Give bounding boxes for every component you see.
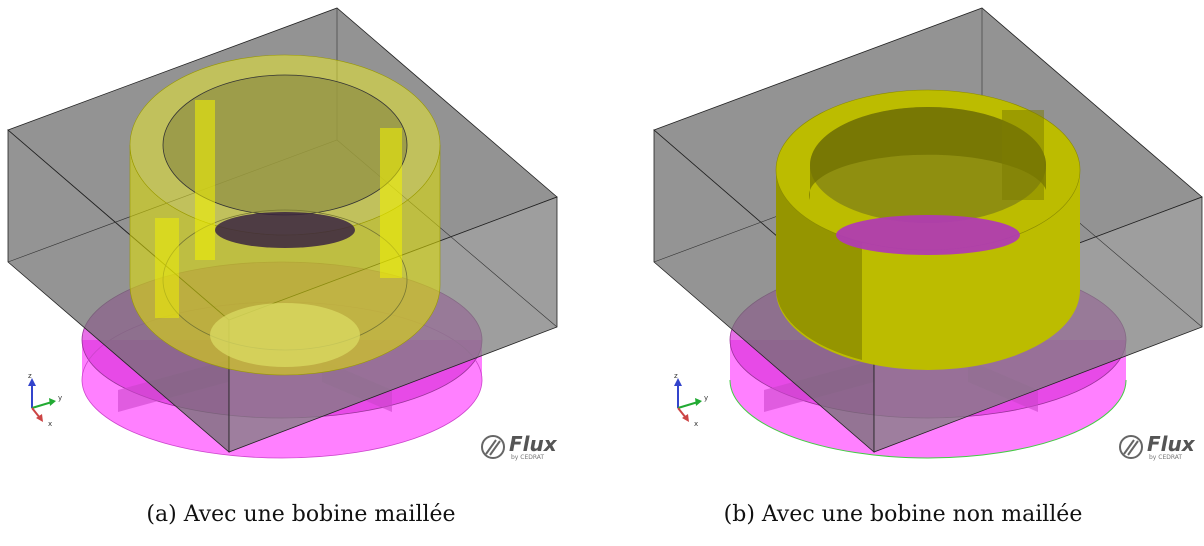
flux-logo-word: Flux — [509, 432, 557, 456]
figure-panel-a: z y x Flux by CEDRAT (a) Avec une bobine… — [7, 7, 558, 527]
flux-logo-sub: by CEDRAT — [1149, 454, 1183, 461]
axis-x-label: x — [48, 420, 52, 428]
flux-logo-icon — [481, 435, 505, 459]
figure-panel-b: z y x Flux by CEDRAT (b) Avec une bobine… — [602, 0, 1204, 546]
axis-x-label: x — [694, 420, 698, 428]
axis-triad-b: z y x — [674, 372, 708, 428]
flux-logo-a: Flux by CEDRAT — [480, 434, 557, 462]
axis-z-label: z — [28, 372, 32, 380]
mesh-scene-b — [653, 7, 1203, 459]
caption-b: (b) Avec une bobine non maillée — [723, 502, 1083, 527]
axis-y-label: y — [58, 394, 62, 402]
coil-meshed-a — [129, 54, 441, 376]
flux-logo-sub: by CEDRAT — [511, 454, 545, 461]
axis-y-label: y — [704, 394, 708, 402]
axis-triad-a: z y x — [28, 372, 62, 428]
flux-logo-b: Flux by CEDRAT — [1118, 434, 1195, 462]
mesh-scene-a — [7, 7, 558, 459]
flux-logo-icon — [1119, 435, 1143, 459]
caption-a: (a) Avec une bobine maillée — [146, 502, 456, 527]
flux-logo-word: Flux — [1147, 432, 1195, 456]
coil-solid-b — [775, 89, 1081, 370]
axis-z-label: z — [674, 372, 678, 380]
